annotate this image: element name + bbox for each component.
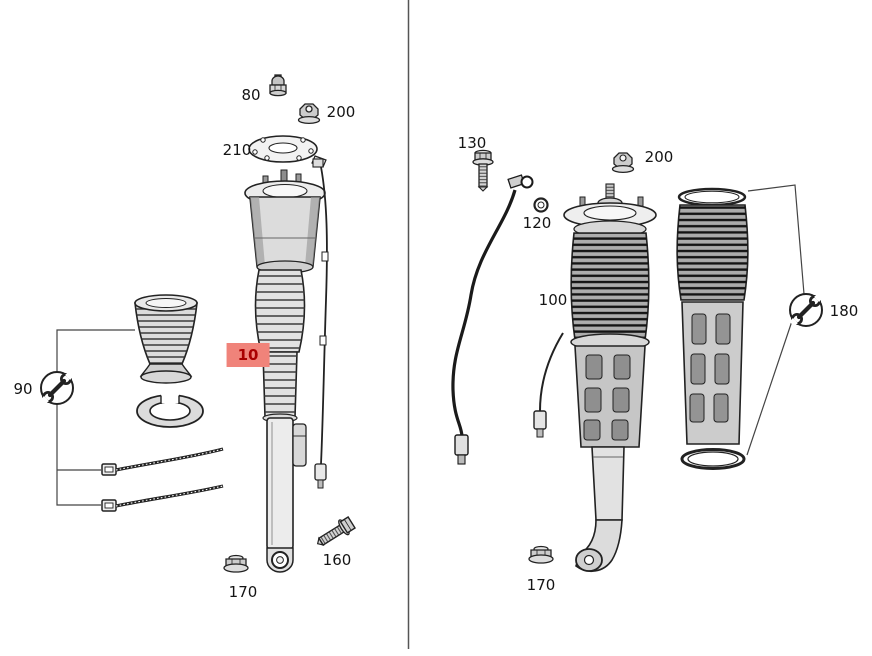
leader-lines-right: [746, 184, 805, 456]
flange-nut-200-right-drawing: [611, 152, 635, 174]
hose-drawing: [451, 174, 534, 465]
front-air-strut-drawing: [244, 158, 329, 573]
bolt-160-drawing: [316, 516, 356, 546]
part-label-200-left: 200: [326, 103, 356, 121]
part-label-180: 180: [829, 302, 859, 320]
sensor-cable-drawing: [533, 332, 564, 438]
part-label-80: 80: [241, 86, 261, 104]
part-label-130: 130: [457, 134, 487, 152]
bolt-130-drawing: [472, 149, 494, 192]
flange-nut-170-left-drawing: [223, 554, 249, 573]
spare-bellows-drawing: [676, 187, 749, 470]
part-label-160: 160: [322, 551, 352, 569]
rear-air-strut-drawing: [563, 183, 657, 573]
flange-nut-170-right-drawing: [528, 545, 554, 564]
seal-ring-120-drawing: [533, 197, 549, 213]
part-label-200-right: 200: [644, 148, 674, 166]
wrench-icon: [789, 293, 823, 327]
part-label-170-right: 170: [526, 576, 556, 594]
cable-tie-drawing: [101, 447, 224, 512]
mounting-plate-210-drawing: [248, 135, 327, 168]
part-label-170-left: 170: [228, 583, 258, 601]
dust-boot-drawing: [134, 294, 198, 384]
flange-nut-200-left-drawing: [297, 103, 321, 125]
part-label-210: 210: [222, 141, 252, 159]
part-label-10-highlighted: 10: [226, 343, 270, 367]
cap-nut-drawing: [269, 74, 287, 97]
part-label-120: 120: [522, 214, 552, 232]
clamp-ring-drawing: [136, 393, 204, 428]
part-label-100: 100: [538, 291, 568, 309]
part-label-90: 90: [13, 380, 33, 398]
wrench-icon: [40, 371, 74, 405]
leader-lines-left: [56, 329, 135, 506]
